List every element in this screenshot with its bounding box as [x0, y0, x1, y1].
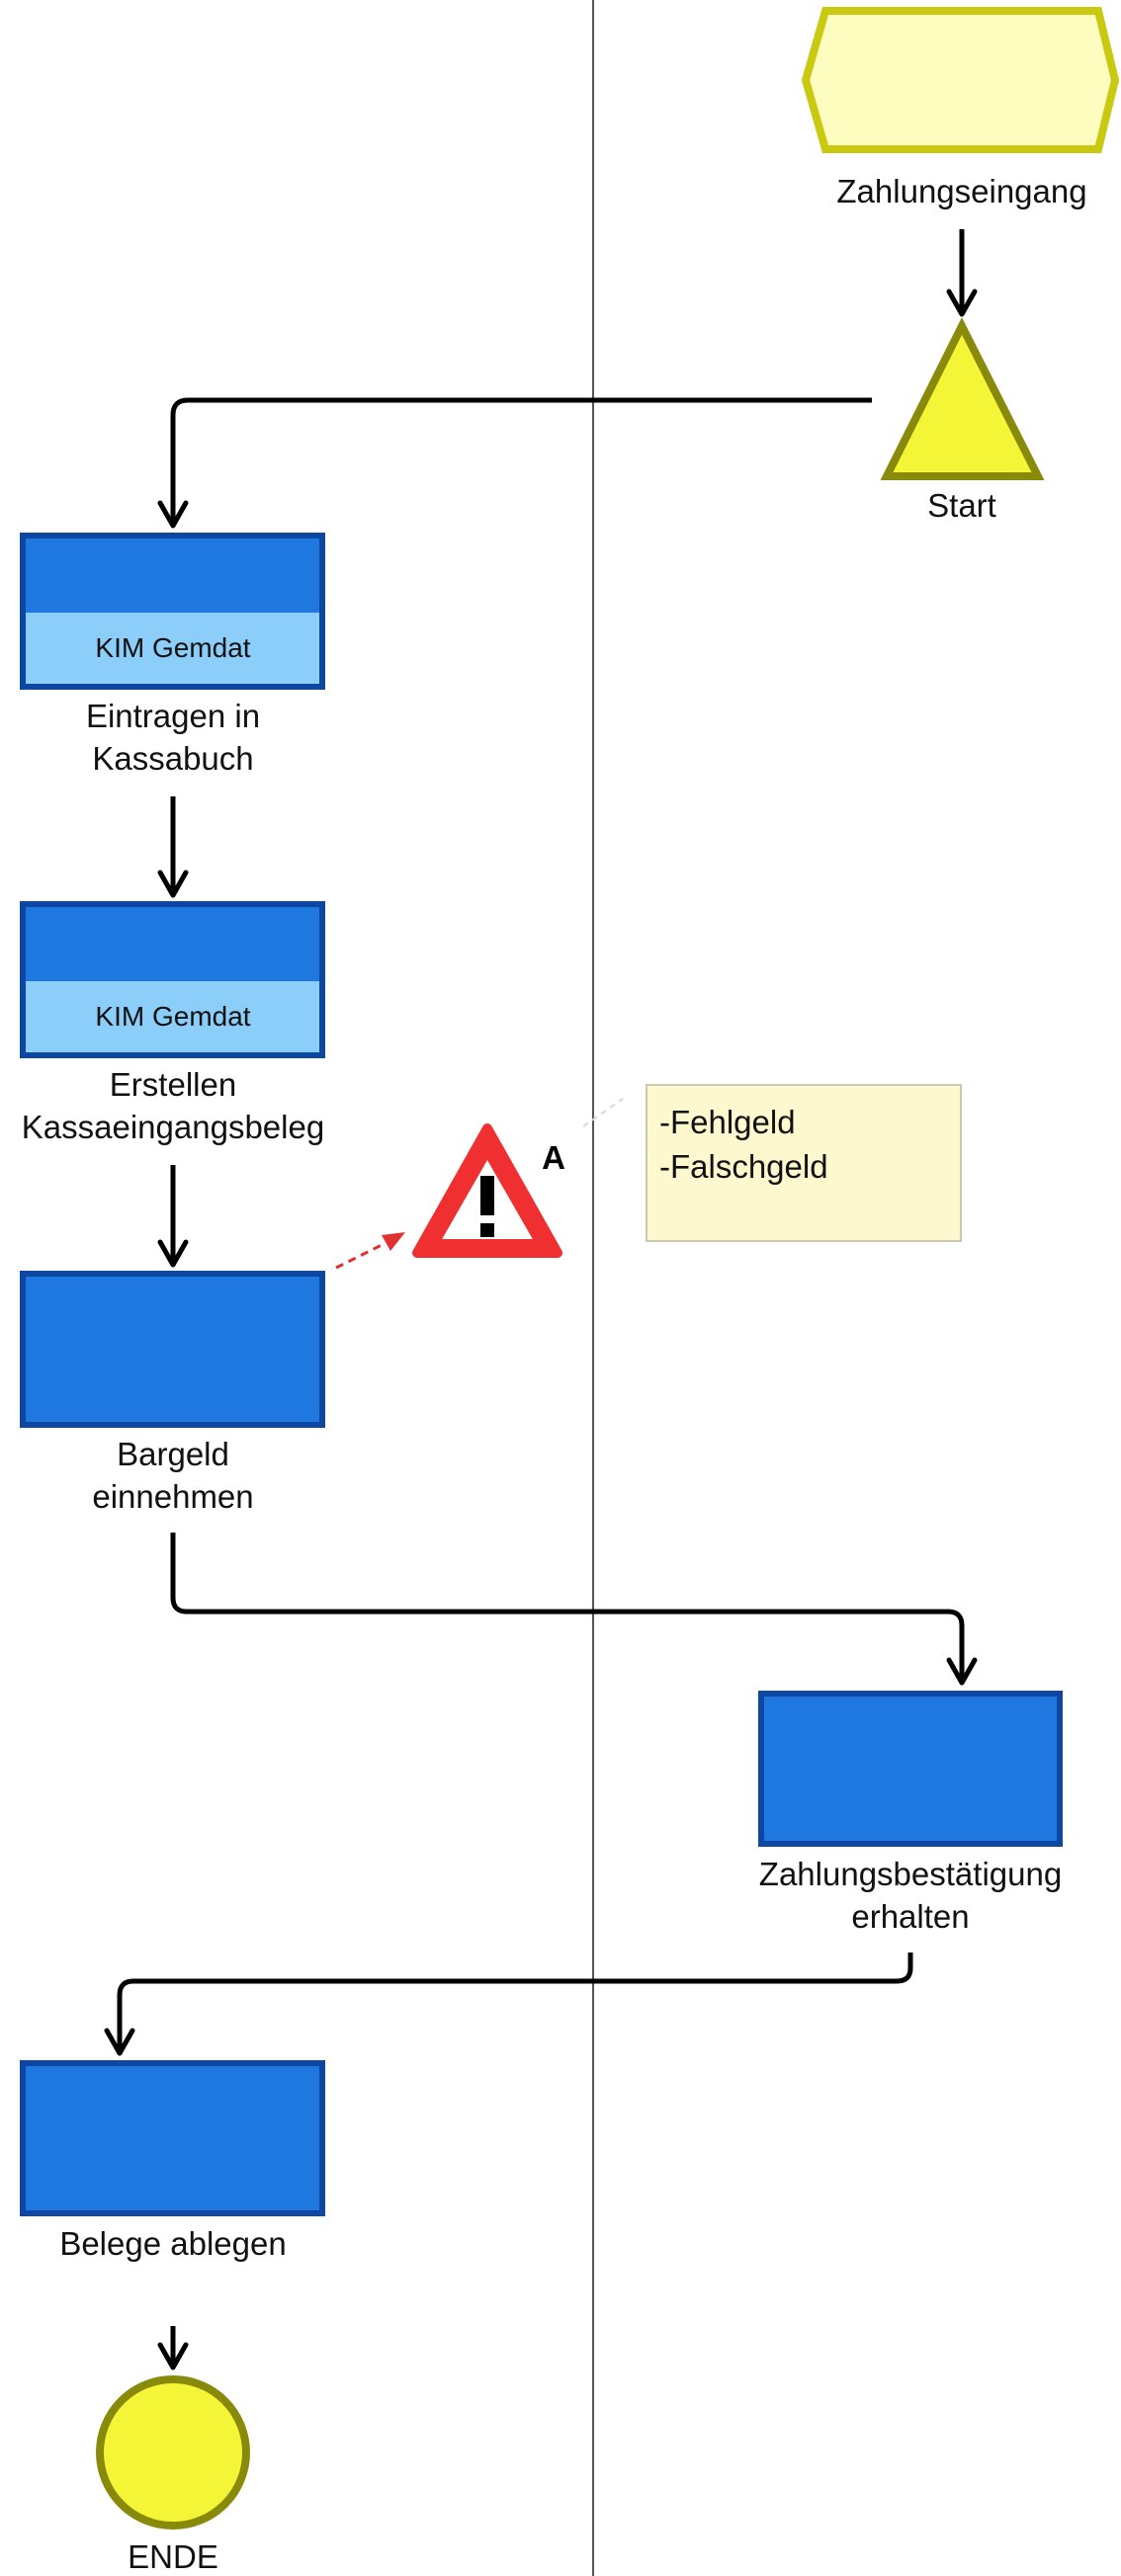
- start-event-zahlungseingang[interactable]: [801, 7, 1120, 153]
- activity-erstellen-kassaeingangsbeleg[interactable]: [20, 901, 325, 1058]
- activity-label-line2: erhalten: [851, 1898, 969, 1935]
- end-event-icon[interactable]: [96, 2375, 250, 2530]
- connector-eintragen-to-erstellen: [157, 796, 189, 898]
- connector-bargeld-to-zahlungsbestaetigung: [170, 1533, 978, 1686]
- system-label: KIM Gemdat: [95, 1001, 250, 1032]
- risk-note: [646, 1084, 962, 1242]
- activity-label-line1: Zahlungsbestätigung: [759, 1856, 1062, 1892]
- activity-belege-ablegen[interactable]: [20, 2060, 325, 2216]
- connector-erstellen-to-bargeld: [157, 1165, 189, 1268]
- connector-event-to-start: [946, 229, 978, 317]
- activity-label-line1: Belege ablegen: [59, 2225, 286, 2262]
- activity-eintragen-in-kassabuch[interactable]: [20, 533, 325, 690]
- activity-label-line1: Bargeld: [117, 1436, 229, 1472]
- activity-label-line2: Kassabuch: [92, 740, 253, 777]
- activity-label-line1: Eintragen in: [86, 698, 260, 734]
- note-line-1: -Fehlgeld: [659, 1104, 796, 1140]
- note-association-connector: [582, 1098, 624, 1127]
- risk-marker: A: [542, 1139, 565, 1176]
- activity-zahlungsbestaetigung-erhalten[interactable]: [758, 1691, 1063, 1847]
- end-label: ENDE: [128, 2538, 218, 2575]
- connector-belege-to-ende: [157, 2326, 189, 2370]
- start-event-label: Zahlungseingang: [836, 173, 1086, 209]
- connector-zahlungsbestaetigung-to-belege: [104, 1953, 913, 2056]
- connector-start-to-eintragen: [157, 397, 872, 529]
- activity-label-line2: Kassaeingangsbeleg: [22, 1109, 324, 1145]
- start-label: Start: [927, 487, 996, 524]
- risk-warning-icon[interactable]: [412, 1123, 562, 1258]
- start-trigger-icon[interactable]: [880, 317, 1045, 480]
- risk-association-connector: [335, 1232, 405, 1270]
- system-label: KIM Gemdat: [95, 632, 250, 663]
- activity-label-line2: einnehmen: [92, 1478, 253, 1515]
- activity-bargeld-einnehmen[interactable]: [20, 1271, 325, 1428]
- note-line-2: -Falschgeld: [659, 1148, 828, 1185]
- activity-label-line1: Erstellen: [110, 1066, 236, 1103]
